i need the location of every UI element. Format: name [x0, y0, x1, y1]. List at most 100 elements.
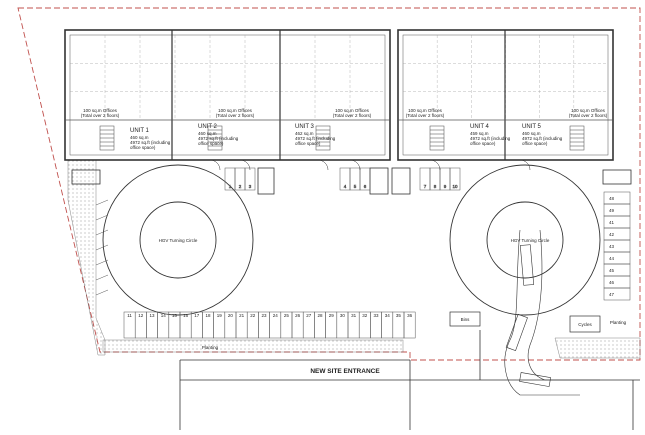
parking-bay — [603, 251, 631, 265]
parking-bay-number: 47 — [609, 292, 615, 297]
parking-bay — [359, 167, 371, 191]
parking-bay-number: 13 — [149, 313, 155, 318]
unit-area-note: office space) — [470, 141, 496, 146]
parking-bay-number: 10 — [452, 184, 458, 189]
parking-bay-number: 21 — [239, 313, 245, 318]
unit-office-note: (Total over 2 floors) — [216, 113, 255, 118]
planting-label-right: Planting — [610, 320, 627, 325]
unit-area-ft: 4972 sq.ft (including — [470, 136, 511, 141]
parking-bay-number: 31 — [351, 313, 357, 318]
entrance-label: NEW SITE ENTRANCE — [310, 368, 380, 375]
parking-bay — [603, 191, 631, 205]
parking-bay-number: 16 — [183, 313, 189, 318]
unit-area-note: office space) — [198, 141, 224, 146]
door-swings — [209, 159, 531, 171]
unit-office-note: (Total over 2 floors) — [569, 113, 608, 118]
parking-bay-number: 28 — [317, 313, 323, 318]
parking-bay-number: 42 — [609, 232, 615, 237]
parking-bay-number: 22 — [250, 313, 256, 318]
parking-bay-number: 12 — [138, 313, 144, 318]
parking-bay-number: 43 — [609, 244, 615, 249]
parking-bay-number: 1 — [229, 184, 232, 189]
parking-bay-number: 14 — [161, 313, 167, 318]
unit-name: UNIT 3 — [295, 124, 315, 130]
unit-name: UNIT 1 — [130, 128, 150, 134]
cycles-label: Cycles — [578, 322, 592, 327]
stair-core — [569, 125, 585, 151]
parking-bay-number: 48 — [609, 196, 615, 201]
parking-bay-number: 19 — [217, 313, 223, 318]
unit-area: 460 sq.m — [198, 131, 217, 136]
turning-circle-label-east: HGV Turning Circle — [511, 238, 550, 243]
parking-bay-number: 26 — [295, 313, 301, 318]
parking-bay-number: 35 — [396, 313, 402, 318]
parking-bay-number: 11 — [127, 313, 132, 318]
parking-bay-number: 15 — [172, 313, 178, 318]
bins-store — [449, 311, 481, 327]
unit-office: 100 sq.m Offices — [218, 108, 252, 113]
parking-bay-number: 20 — [228, 313, 234, 318]
left-angled-parking — [95, 199, 109, 296]
building-block-west — [64, 29, 391, 161]
parking-bay — [603, 263, 631, 277]
parking-bay-number: 45 — [609, 268, 615, 273]
unit-name: UNIT 4 — [470, 124, 490, 130]
parking-bay-number: 32 — [362, 313, 368, 318]
parking-bay-number: 44 — [609, 256, 615, 261]
parking-bay-number: 3 — [249, 184, 252, 189]
unit-office-note: (Total over 2 floors) — [333, 113, 372, 118]
parking-bay-number: 5 — [354, 184, 357, 189]
parking-bay-number: 41 — [609, 220, 615, 225]
unit-area-ft: 4972 sq.ft (including — [295, 136, 336, 141]
stair-core — [429, 125, 445, 151]
unit-office-note: (Total over 2 floors) — [406, 113, 445, 118]
parking-bay-number: 49 — [609, 208, 615, 213]
parking-bay — [603, 227, 631, 241]
parking-bay — [603, 287, 631, 301]
parking-bay-number: 23 — [261, 313, 267, 318]
unit-name: UNIT 5 — [522, 124, 542, 130]
vehicle-swept-path — [504, 229, 600, 396]
stair-core — [207, 125, 223, 151]
parking-bay — [603, 215, 631, 229]
planting-label-bottom: Planting — [202, 345, 219, 350]
unit-office-note: (Total over 2 floors) — [81, 113, 120, 118]
planting-strip-left — [67, 159, 106, 356]
cycles-store — [569, 315, 601, 333]
unit-area: 462 sq.m — [295, 131, 314, 136]
turning-circle-west: HGV Turning Circle — [102, 164, 254, 316]
parking-bay-number: 6 — [364, 184, 367, 189]
parking-bay-number: 7 — [424, 184, 427, 189]
parking-bay — [603, 239, 631, 253]
parking-bay-number: 24 — [273, 313, 279, 318]
stair-core — [99, 125, 115, 151]
unit-area: 460 sq.m — [130, 135, 149, 140]
access-road — [179, 330, 640, 430]
unit-area-ft: 4972 sq.ft (including — [130, 140, 171, 145]
parking-bay-number: 46 — [609, 280, 615, 285]
parking-bay-number: 36 — [407, 313, 413, 318]
unit-office: 100 sq.m Offices — [571, 108, 605, 113]
parking-bay-number: 2 — [239, 184, 242, 189]
parking-bay-number: 9 — [444, 184, 447, 189]
parking-bay-number: 8 — [434, 184, 437, 189]
parking-bay — [403, 311, 416, 339]
parking-bay-number: 18 — [205, 313, 211, 318]
turning-circle-label-west: HGV Turning Circle — [159, 238, 198, 243]
unit-area-ft: 4972 sq.ft (including — [198, 136, 239, 141]
unit-area-note: office space) — [130, 145, 156, 150]
parking-bay-number: 34 — [385, 313, 391, 318]
unit-office: 100 sq.m Offices — [83, 108, 117, 113]
parking-bay-number: 33 — [373, 313, 379, 318]
parking-bay-number: 4 — [344, 184, 347, 189]
unit-area-note: office space) — [295, 141, 321, 146]
parking-bay-number: 29 — [329, 313, 335, 318]
planting-strip-right — [554, 337, 641, 359]
stair-core — [315, 125, 331, 151]
parking-bay — [449, 167, 461, 191]
planting-strip-bottom — [102, 339, 404, 353]
parking-bay — [603, 203, 631, 217]
unit-name: UNIT 2 — [198, 124, 218, 130]
